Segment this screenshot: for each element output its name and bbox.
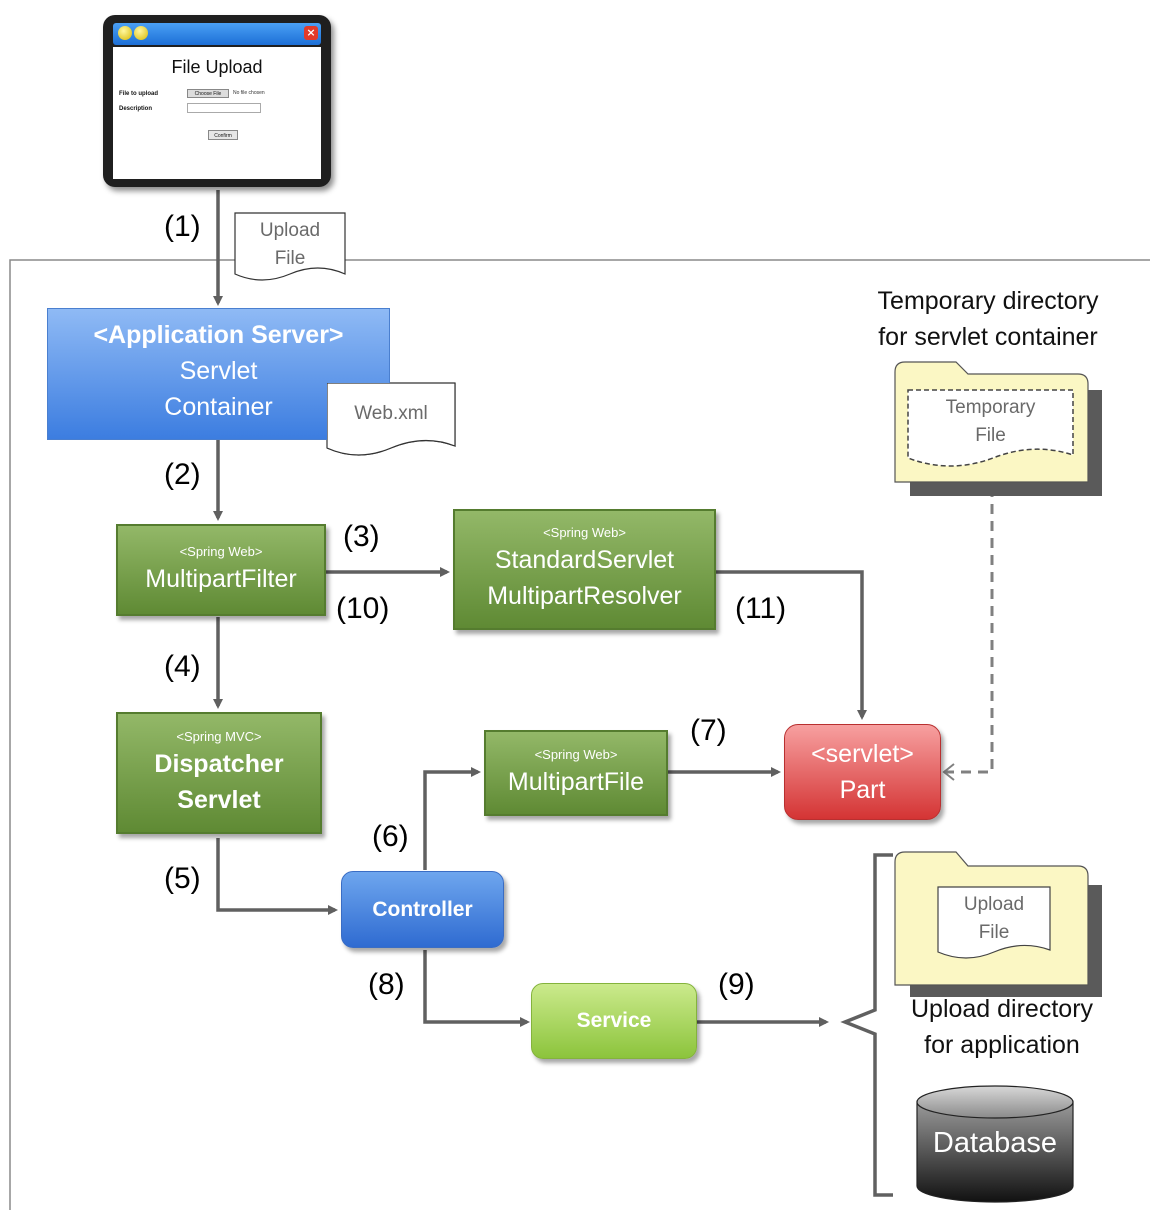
caption-line: Temporary directory	[877, 287, 1099, 315]
upload-folder-graphic	[894, 851, 1102, 997]
dashed-link	[944, 464, 998, 774]
dashed-link-start	[942, 763, 955, 781]
doc-text-line: Upload	[259, 220, 321, 241]
spring-web-tag: <Spring Web>	[543, 525, 626, 540]
step-label-5: (5)	[164, 862, 201, 895]
database-cylinder	[916, 1085, 1074, 1203]
upload-directory-caption: Upload directory for application	[890, 991, 1114, 1063]
storage-bracket	[840, 853, 893, 1197]
resolver-line1: StandardServlet	[494, 546, 675, 574]
database-label: Database	[932, 1127, 1058, 1159]
temporary-file-label: Temporary File	[908, 394, 1073, 450]
app-server-line3: Container	[164, 393, 273, 421]
arrow-11	[716, 570, 867, 720]
description-label: Description	[119, 106, 153, 112]
web-xml-text: Web.xml	[354, 403, 428, 424]
app-server-line2: Servlet	[179, 357, 258, 385]
servlet-tag: <servlet>	[811, 740, 914, 768]
confirm-button[interactable]: Confirm	[208, 130, 238, 140]
step-label-8: (8)	[368, 968, 405, 1001]
part-name: Part	[839, 776, 886, 804]
multipart-file-name: MultipartFile	[507, 767, 645, 796]
step-label-10: (10)	[336, 592, 390, 625]
upload-file-document-label: Upload File	[235, 217, 345, 273]
step-label-9: (9)	[718, 968, 755, 1001]
arrow-5	[216, 838, 338, 915]
spring-mvc-tag: <Spring MVC>	[176, 728, 262, 744]
service-box: Service	[531, 983, 697, 1059]
servlet-part-box: <servlet> Part	[784, 724, 941, 820]
controller-name: Controller	[372, 897, 473, 921]
multipart-filter-name: MultipartFilter	[145, 564, 297, 593]
doc-text-line: Temporary	[945, 397, 1036, 418]
step-label-11: (11)	[735, 592, 787, 625]
choose-file-button[interactable]: Choose File	[187, 89, 229, 98]
step-label-4: (4)	[164, 650, 201, 683]
multipart-file-box: <Spring Web> MultipartFile	[484, 730, 668, 816]
upload-form: File Upload File to upload Choose File N…	[113, 47, 321, 179]
description-input[interactable]	[187, 103, 261, 113]
doc-text-line: File	[274, 248, 306, 269]
upload-file-app-label: Upload File	[938, 891, 1050, 947]
step-label-3: (3)	[343, 520, 380, 553]
doc-text-line: Upload	[963, 894, 1025, 915]
web-xml-overlay	[327, 383, 456, 456]
window-orb-icon	[118, 26, 132, 40]
spring-web-tag: <Spring Web>	[179, 543, 263, 559]
temp-folder-graphic	[894, 361, 1102, 496]
controller-box: Controller	[341, 871, 504, 948]
arrow-8	[423, 950, 530, 1027]
window-titlebar: ×	[113, 23, 321, 45]
temp-directory-caption: Temporary directory for servlet containe…	[850, 283, 1126, 355]
caption-line: Upload directory	[910, 995, 1094, 1023]
doc-text-line: File	[975, 425, 1006, 446]
file-to-upload-label: File to upload	[119, 91, 158, 97]
step-label-6: (6)	[372, 820, 409, 853]
caption-line: for application	[924, 1031, 1080, 1059]
dispatcher-line2: Servlet	[177, 785, 261, 814]
multipart-filter-box: <Spring Web> MultipartFilter	[116, 524, 326, 616]
browser-window: × File Upload File to upload Choose File…	[103, 15, 331, 187]
service-name: Service	[576, 1009, 652, 1032]
close-icon[interactable]: ×	[304, 26, 318, 40]
app-server-title: <Application Server>	[93, 321, 344, 349]
step-label-2: (2)	[164, 458, 201, 491]
window-orb-icon	[134, 26, 148, 40]
spring-web-tag: <Spring Web>	[534, 746, 618, 762]
doc-text-line: File	[978, 922, 1010, 943]
application-boundary	[9, 259, 1150, 1210]
step-label-1: (1)	[164, 210, 201, 243]
dispatcher-servlet-box: <Spring MVC> Dispatcher Servlet	[116, 712, 322, 834]
no-file-chosen-text: No file chosen	[233, 90, 265, 96]
form-title: File Upload	[171, 57, 263, 77]
arrow-6	[423, 767, 481, 870]
multipart-resolver-box: <Spring Web> StandardServlet MultipartRe…	[453, 509, 716, 630]
resolver-line2: MultipartResolver	[487, 582, 682, 610]
upload-file-document	[234, 212, 346, 281]
step-label-7: (7)	[690, 714, 727, 747]
dispatcher-line1: Dispatcher	[154, 749, 284, 778]
caption-line: for servlet container	[878, 323, 1098, 351]
